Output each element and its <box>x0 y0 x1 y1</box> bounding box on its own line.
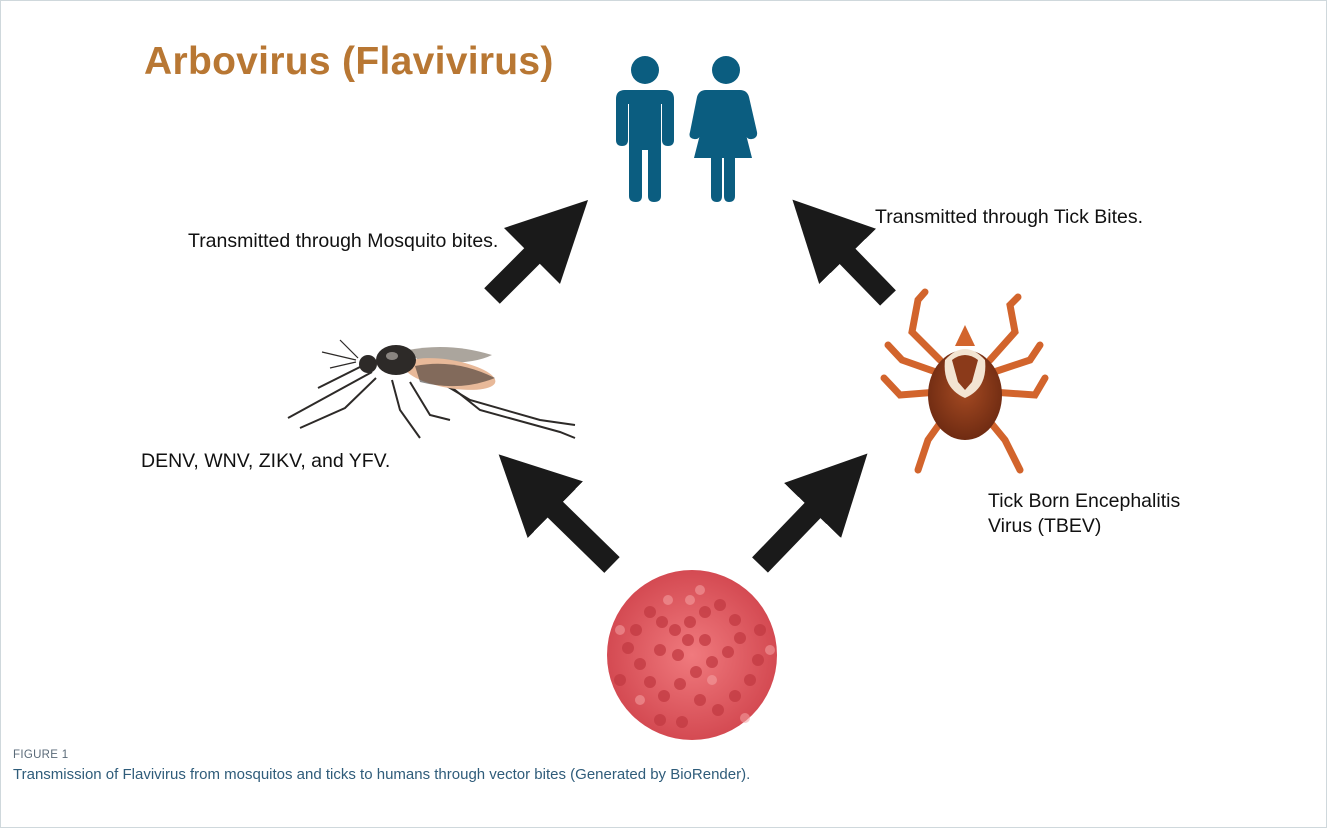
mosquito-viruses-label: DENV, WNV, ZIKV, and YFV. <box>141 449 390 474</box>
arrow-virus-to-mosquito <box>527 482 612 565</box>
mosquito-route-label: Transmitted through Mosquito bites. <box>188 229 518 254</box>
diagram-artwork <box>0 0 1329 745</box>
female-human-icon <box>690 56 758 202</box>
figure-caption-text: Transmission of Flavivirus from mosquito… <box>13 766 750 783</box>
male-human-icon <box>616 56 674 202</box>
arrow-virus-to-tick <box>760 482 840 565</box>
mosquito-icon <box>288 340 575 438</box>
arrow-tick-to-humans <box>820 228 888 298</box>
tick-icon <box>884 292 1045 470</box>
virus-particle-icon <box>607 570 777 740</box>
tick-route-label: Transmitted through Tick Bites. <box>875 205 1143 230</box>
figure-panel: Arbovirus (Flavivirus) <box>0 0 1329 745</box>
tick-virus-label: Tick Born Encephalitis Virus (TBEV) <box>988 489 1228 539</box>
figure-caption-label: FIGURE 1 <box>13 749 68 761</box>
